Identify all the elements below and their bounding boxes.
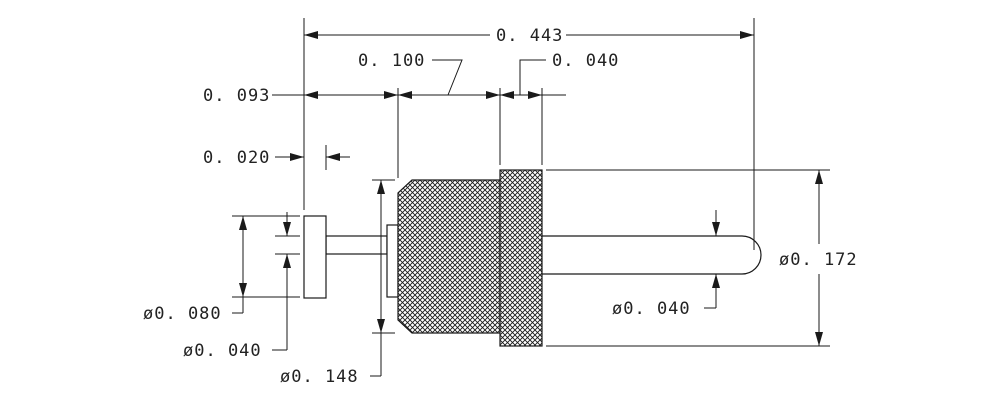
dim-stem-diameter: ø0. 040 [183,341,262,361]
dim-knurl-diameter: ø0. 148 [280,367,359,387]
knurled-body [397,179,501,334]
part-outline [303,169,762,347]
dim-head-diameter: ø0. 080 [143,304,222,324]
dim-pin-diameter: ø0. 040 [612,299,691,319]
dimension-labels: 0. 443 0. 100 0. 040 0. 093 0. 020 ø0. 0… [143,26,858,387]
dim-knurl-length: 0. 100 [358,51,425,71]
dimension-lines [232,31,823,377]
dim-head-to-knurl: 0. 093 [203,86,270,106]
stem [325,235,388,255]
dim-head-thickness: 0. 020 [203,148,270,168]
flange [386,224,399,298]
collar [499,169,543,347]
dim-collar-diameter: ø0. 172 [779,250,858,270]
dim-collar-length: 0. 040 [552,51,619,71]
pin [541,235,762,275]
extension-lines [232,18,830,347]
head [303,215,327,299]
dim-overall-length: 0. 443 [496,26,563,46]
